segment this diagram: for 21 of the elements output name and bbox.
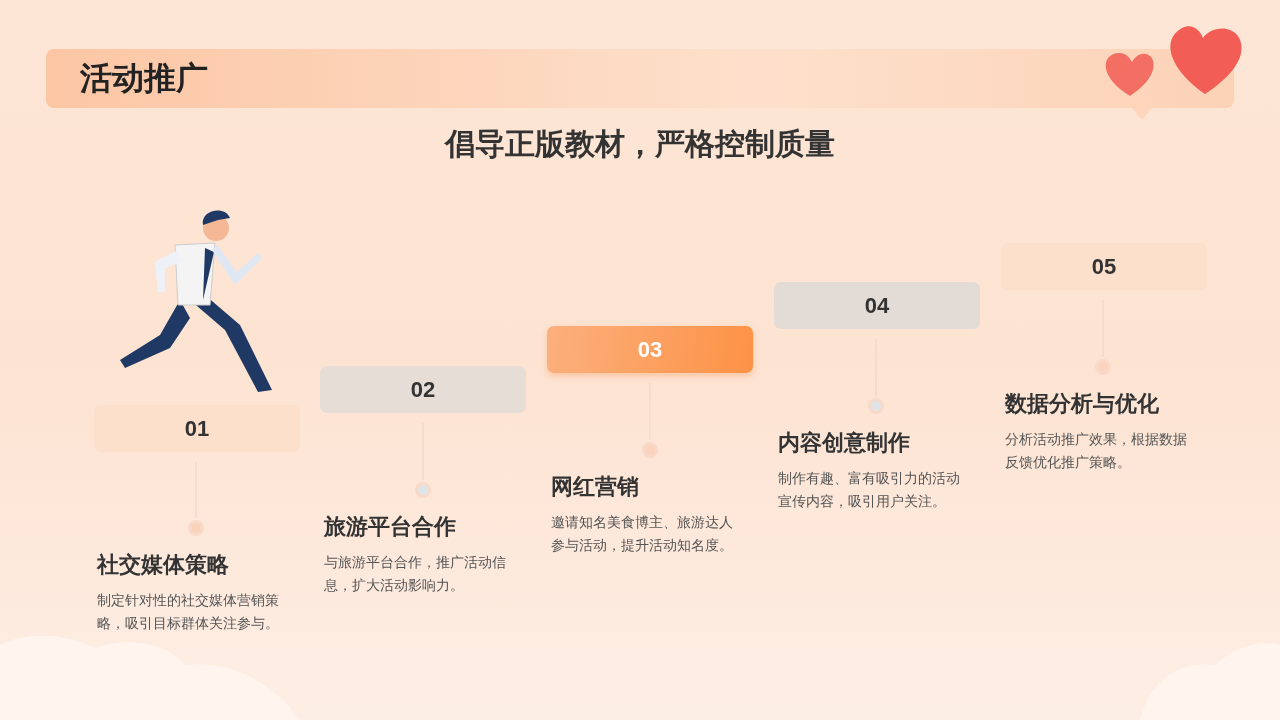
step-box: 02 [320,366,526,413]
step-heading: 内容创意制作 [778,429,910,457]
timeline-dot [188,520,204,536]
step-box: 05 [1001,243,1207,290]
step-heading: 数据分析与优化 [1005,390,1159,418]
timeline-dot [868,398,884,414]
step-description: 分析活动推广效果，根据数据反馈优化推广策略。 [1005,430,1188,472]
step-heading: 旅游平台合作 [324,513,456,541]
page-title: 活动推广 [80,57,208,99]
timeline-dot [415,482,431,498]
step-heading: 社交媒体策略 [97,551,229,579]
step-description: 制定针对性的社交媒体营销策略，吸引目标群体关注参与。 [97,591,280,633]
step-description: 制作有趣、富有吸引力的活动宣传内容，吸引用户关注。 [778,469,961,511]
step-description: 与旅游平台合作，推广活动信息，扩大活动影响力。 [324,553,507,595]
step-description: 邀请知名美食博主、旅游达人参与活动，提升活动知名度。 [551,513,734,555]
timeline-dot [642,442,658,458]
step-box: 04 [774,282,980,329]
step-heading: 网红营销 [551,473,639,501]
subtitle: 倡导正版教材，严格控制质量 [443,125,836,163]
step-box: 01 [94,405,300,452]
step-box: 03 [547,326,753,373]
